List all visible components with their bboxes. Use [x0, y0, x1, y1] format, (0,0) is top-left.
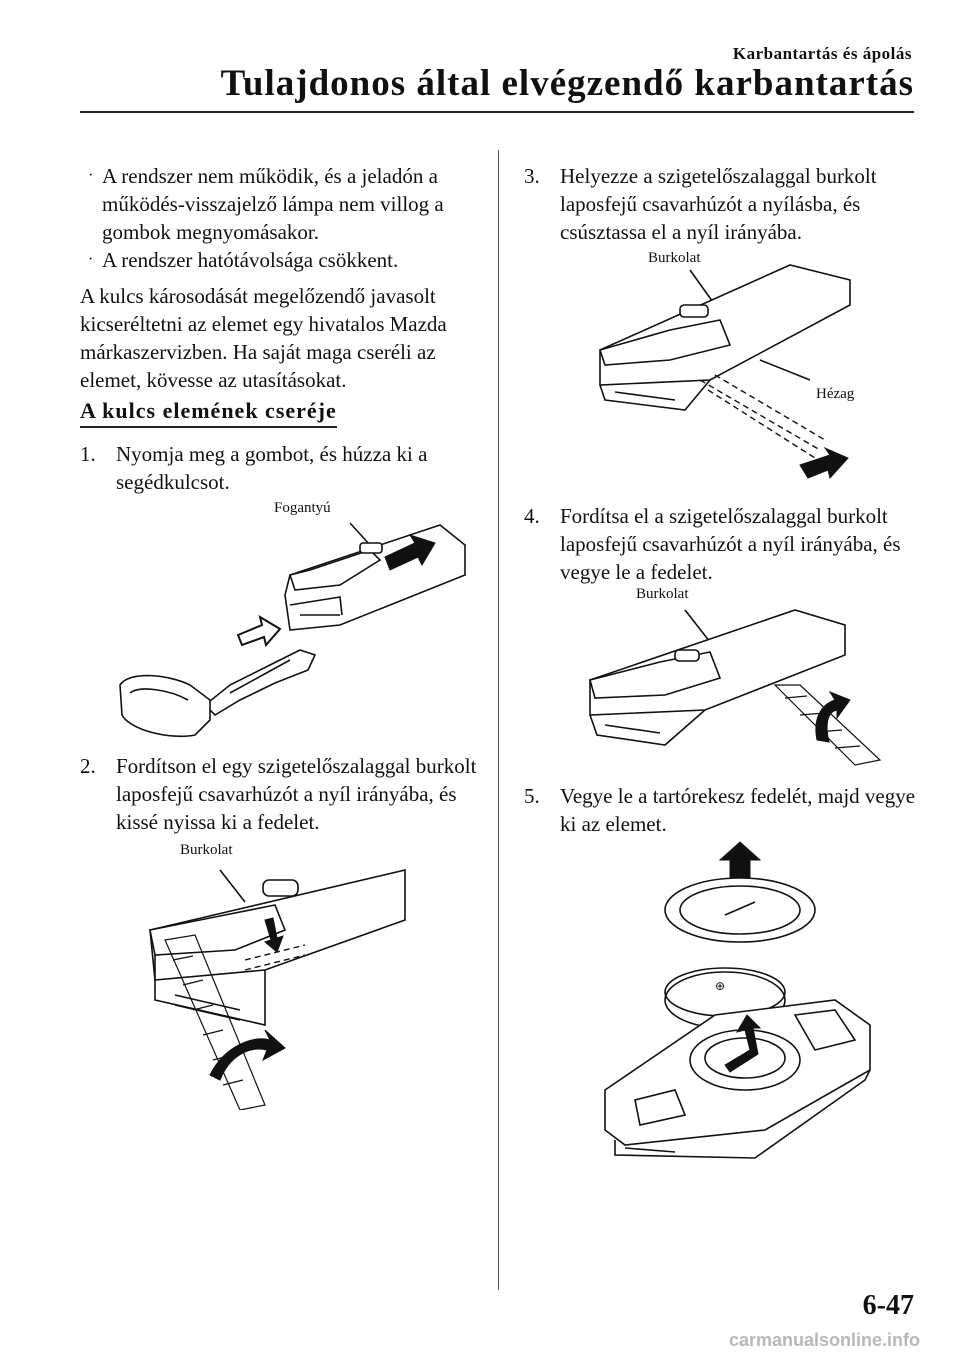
page-title: Tulajdonos által elvégzendő karbantartás	[220, 63, 914, 104]
step-2: 2. Fordítson el egy szigetelőszalaggal b…	[80, 752, 480, 836]
label-fogantyu: Fogantyú	[274, 500, 331, 516]
step-number: 2.	[80, 754, 96, 778]
illustration-battery: ⊕	[604, 841, 871, 1159]
watermark: carmanualsonline.info	[728, 1330, 920, 1350]
subheading: A kulcs elemének cseréje	[80, 398, 337, 428]
subheading-block: A kulcs elemének cseréje	[80, 398, 337, 428]
bullet-icon: ·	[88, 167, 94, 184]
step-1: 1. Nyomja meg a gombot, és húzza ki a se…	[80, 440, 480, 496]
bullet-list: · A rendszer nem működik, és a jeladón a…	[80, 162, 480, 274]
step-4: 4. Fordítsa el a szigetelőszalaggal burk…	[524, 502, 924, 586]
illustration-aux-key	[119, 522, 466, 738]
bullet-text: A rendszer hatótávolsága csökkent.	[102, 248, 399, 272]
page-number: 6-47	[862, 1290, 914, 1321]
step-text: Nyomja meg a gombot, és húzza ki a segéd…	[116, 442, 428, 494]
step-5: 5. Vegye le a tartórekesz fedelét, majd …	[524, 782, 924, 838]
label-burkolat: Burkolat	[180, 842, 233, 858]
step-text: Helyezze a szigetelőszalaggal burkolt la…	[560, 164, 877, 244]
step-text: Fordítsa el a szigetelőszalaggal burkolt…	[560, 504, 901, 584]
list-item: · A rendszer nem működik, és a jeladón a…	[80, 162, 480, 246]
step-number: 4.	[524, 504, 540, 528]
step-3: 3. Helyezze a szigetelőszalaggal burkolt…	[524, 162, 924, 246]
header-rule	[80, 111, 914, 113]
label-burkolat: Burkolat	[636, 586, 689, 602]
intro-paragraph: A kulcs károsodását megelőzendő javasolt…	[80, 284, 447, 392]
section-title: Karbantartás és ápolás	[732, 44, 912, 63]
bullet-text: A rendszer nem működik, és a jeladón a m…	[102, 164, 444, 244]
illustration-remove-cover	[589, 609, 882, 766]
list-item: · A rendszer hatótávolsága csökkent.	[80, 246, 480, 274]
illustration-open-cover	[149, 868, 406, 1110]
illustration-slide-gap	[598, 264, 851, 480]
step-text: Fordítson el egy szigetelőszalaggal burk…	[116, 754, 477, 834]
label-burkolat: Burkolat	[648, 250, 701, 266]
bullet-icon: ·	[88, 251, 94, 268]
step-text: Vegye le a tartórekesz fedelét, majd veg…	[560, 784, 916, 836]
step-number: 3.	[524, 164, 540, 188]
svg-text:⊕: ⊕	[715, 979, 725, 993]
step-number: 5.	[524, 784, 540, 808]
step-number: 1.	[80, 442, 96, 466]
column-divider	[498, 150, 499, 1290]
label-hezag: Hézag	[816, 386, 855, 402]
